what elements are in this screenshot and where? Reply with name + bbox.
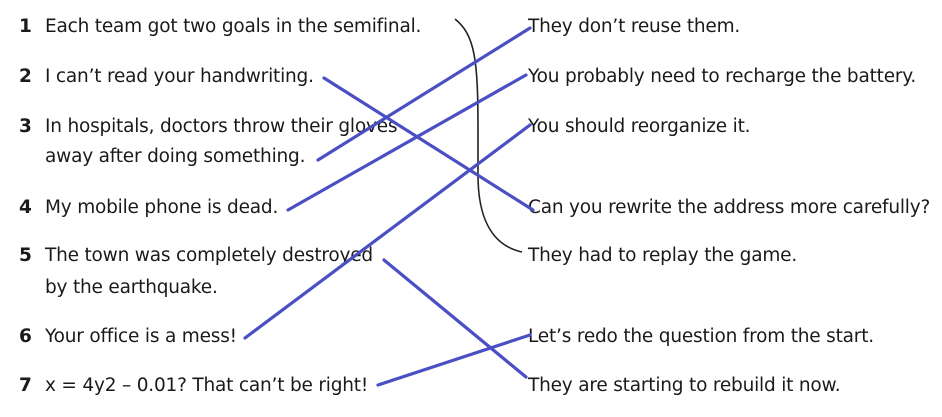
item-text: I can’t read your handwriting. — [45, 66, 314, 87]
item-number: 4 — [19, 197, 32, 218]
item-number: 6 — [19, 326, 32, 347]
item-text: Your office is a mess! — [45, 326, 237, 347]
match-line-3 — [316, 26, 532, 162]
match-line-6 — [243, 123, 532, 340]
item-number: 3 — [19, 116, 32, 137]
response-c: You should reorganize it. — [528, 116, 751, 137]
match-line-7 — [376, 333, 532, 387]
item-text: by the earthquake. — [45, 277, 218, 298]
response-e: They had to replay the game. — [528, 245, 798, 266]
response-a: They don’t reuse them. — [528, 16, 741, 37]
item-text: x = 4y2 – 0.01? That can’t be right! — [45, 375, 369, 396]
item-number: 5 — [19, 245, 32, 266]
match-line-5 — [382, 258, 528, 379]
item-number: 1 — [19, 16, 32, 37]
item-text: Each team got two goals in the semifinal… — [45, 16, 422, 37]
item-number: 7 — [19, 375, 32, 396]
response-b: You probably need to recharge the batter… — [528, 66, 917, 87]
response-d: Can you rewrite the address more careful… — [528, 197, 931, 218]
match-line-4 — [286, 73, 528, 212]
response-g: They are starting to rebuild it now. — [528, 375, 841, 396]
response-f: Let’s redo the question from the start. — [528, 326, 874, 347]
match-line-2 — [322, 76, 535, 212]
item-text: away after doing something. — [45, 146, 306, 167]
item-text: My mobile phone is dead. — [45, 197, 279, 218]
item-text: In hospitals, doctors throw their gloves — [45, 116, 398, 137]
item-number: 2 — [19, 66, 32, 87]
item-text: The town was completely destroyed — [45, 245, 373, 266]
bracket-line-1 — [454, 18, 523, 253]
